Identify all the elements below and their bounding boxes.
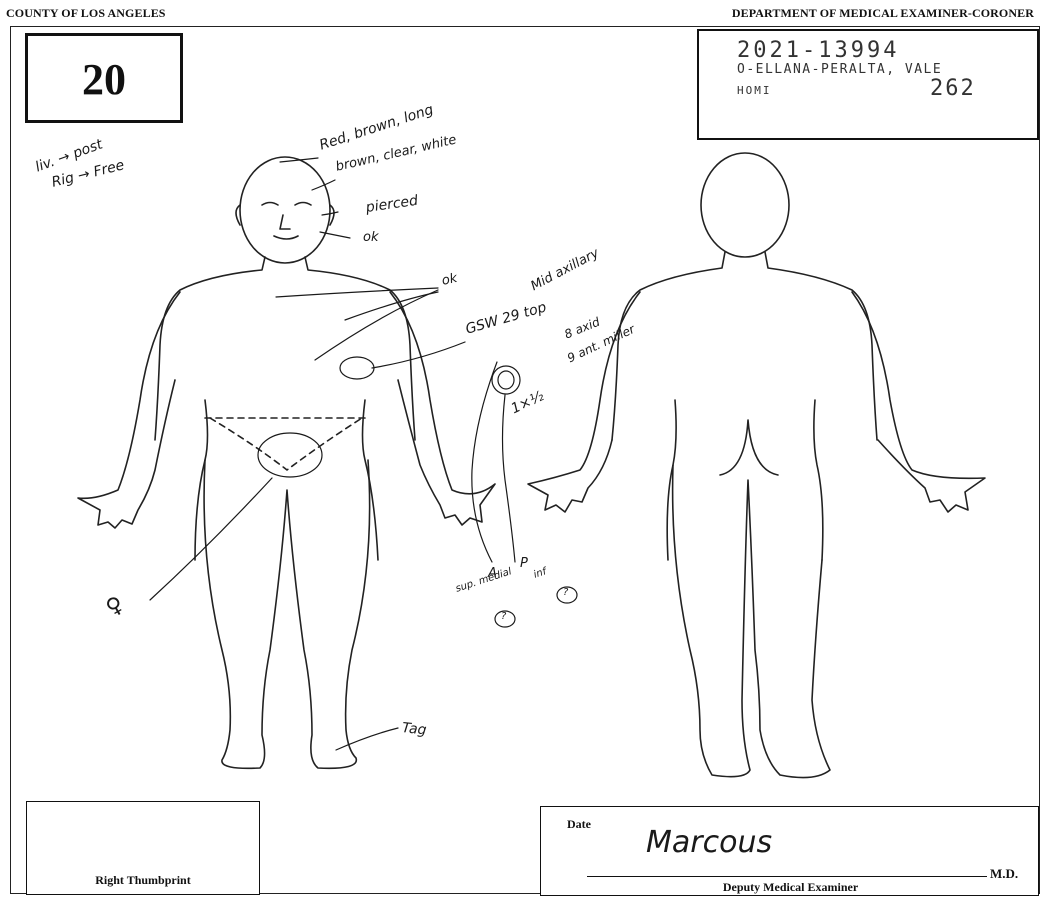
- thumbprint-box: Right Thumbprint: [26, 801, 260, 895]
- circle-p-note: ?: [563, 587, 568, 598]
- wound-circle-front: [340, 357, 374, 379]
- back-legs: [673, 465, 830, 778]
- posterior-label: P: [520, 556, 528, 571]
- back-view-figure: [528, 153, 985, 778]
- hair-pointer: [280, 158, 318, 162]
- front-view-figure: [78, 157, 495, 768]
- back-torso: [612, 252, 877, 560]
- front-head: [240, 157, 330, 263]
- ok-face-note: ok: [363, 230, 378, 245]
- signature-box: Date Marcous M.D. Deputy Medical Examine…: [540, 806, 1039, 896]
- front-face-features: [236, 203, 334, 240]
- wound-detail-circle: [492, 366, 520, 394]
- handwritten-marks: [150, 158, 820, 880]
- wound-lines: [472, 362, 515, 562]
- back-right-arm: [852, 292, 985, 512]
- front-left-arm: [78, 292, 180, 528]
- tag-note: Tag: [401, 720, 427, 738]
- front-legs: [204, 460, 370, 768]
- thumbprint-label: Right Thumbprint: [27, 873, 259, 888]
- circle-a-note: ?: [501, 611, 506, 622]
- signature-line: [587, 876, 987, 877]
- examiner-signature: Marcous: [646, 825, 772, 860]
- examiner-title: Deputy Medical Examiner: [541, 880, 1040, 895]
- chest-pointer: [276, 288, 438, 297]
- tag-pointer: [336, 728, 398, 750]
- back-head: [701, 153, 789, 257]
- ok-chest-note: ok: [440, 271, 458, 289]
- back-buttocks: [720, 420, 778, 475]
- genital-pointer: [150, 478, 272, 600]
- date-label: Date: [567, 817, 591, 832]
